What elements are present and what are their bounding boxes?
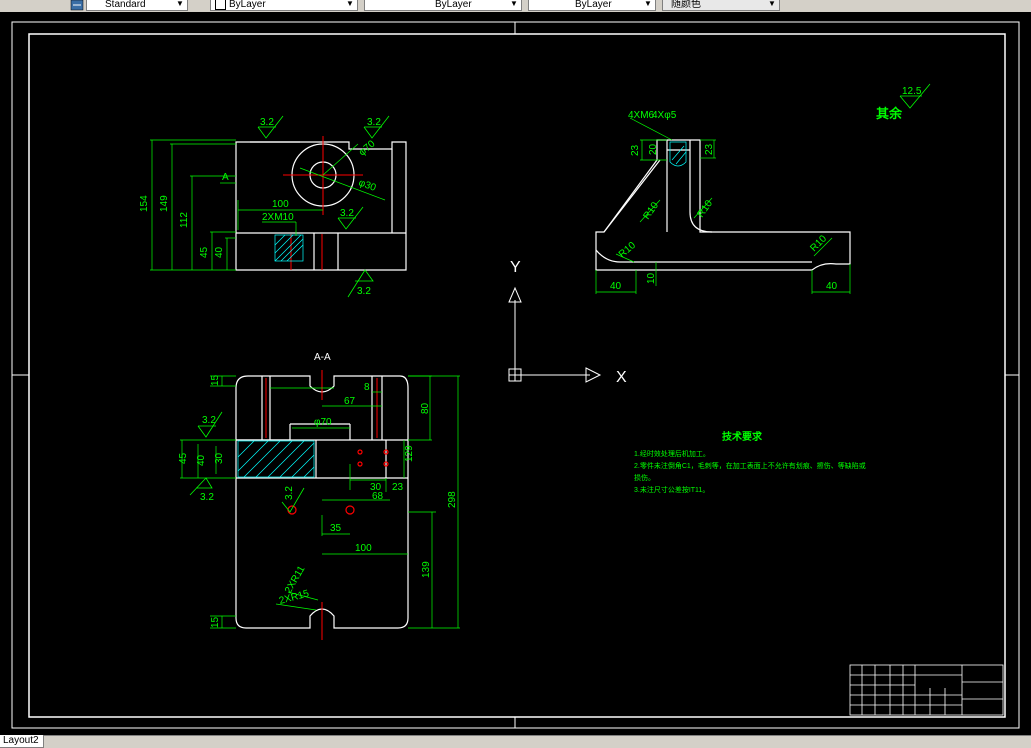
side-view: 4XM6 4Xφ5 23 20 23 R10 R10 R10 R10 40 10… — [595, 83, 931, 294]
tech-title: 技术要求 — [722, 430, 763, 443]
tech-line: 2.零件未注倒角C1，毛刺等，在加工表面上不允许有划痕、擦伤、等缺陷或 — [634, 461, 866, 470]
chevron-down-icon[interactable]: ▼ — [644, 0, 652, 8]
section-mark: A — [222, 172, 229, 183]
dim-text: 15 — [210, 374, 221, 386]
front-view: 3.2 3.2 3.2 3.2 154 149 112 45 40 100 2X… — [139, 115, 407, 298]
dim-text: 23 — [704, 143, 715, 155]
dim-text: 68 — [372, 491, 384, 502]
dim-text: 100 — [272, 199, 289, 210]
chevron-down-icon[interactable]: ▼ — [510, 0, 518, 8]
dim-text: 67 — [344, 396, 356, 407]
dim-text: 2XR15 — [278, 588, 311, 607]
dim-text: 23 — [630, 144, 641, 156]
dim-text: 30 — [370, 482, 382, 493]
color-swatch-icon — [215, 0, 226, 10]
chevron-down-icon[interactable]: ▼ — [346, 0, 354, 8]
tab-layout2[interactable]: Layout2 — [0, 735, 44, 748]
dim-text: 40 — [196, 454, 207, 466]
linetype-combo[interactable]: ByLayer ▼ — [364, 0, 522, 11]
layer-combo[interactable]: ByLayer ▼ — [210, 0, 358, 11]
sheet-border — [11, 21, 1020, 729]
dim-text: 139 — [421, 561, 432, 578]
dim-text: R10 — [808, 233, 829, 254]
chevron-down-icon[interactable]: ▼ — [176, 0, 184, 8]
drawing-area[interactable]: 3.2 3.2 3.2 3.2 154 149 112 45 40 100 2X… — [0, 12, 1031, 735]
dim-text: 149 — [159, 195, 170, 212]
roughness-label: 其余 — [876, 106, 903, 121]
toolbar: Standard ▼ ByLayer ▼ ByLayer ▼ ByLayer ▼… — [0, 0, 1031, 13]
tech-line: 1.经时效处理后机加工。 — [634, 449, 710, 458]
plotstyle-combo[interactable]: 随颜色 ▼ — [662, 0, 780, 11]
dim-text: R10 — [641, 200, 661, 222]
lineweight-combo[interactable]: ByLayer ▼ — [528, 0, 656, 11]
dimstyle-combo[interactable]: Standard ▼ — [86, 0, 188, 11]
roughness-symbols-section — [189, 411, 305, 513]
technical-requirements: 技术要求 1.经时效处理后机加工。 2.零件未注倒角C1，毛刺等，在加工表面上不… — [634, 430, 866, 494]
dim-text: 15 — [210, 616, 221, 628]
chevron-down-icon[interactable]: ▼ — [768, 0, 776, 8]
dimstyle-icon[interactable] — [70, 0, 84, 11]
title-block — [849, 664, 1004, 716]
dim-text: 4Xφ5 — [652, 110, 677, 121]
dim-text: φ30 — [357, 177, 378, 194]
dim-text: 40 — [610, 281, 622, 292]
roughness-value: 3.2 — [357, 286, 371, 297]
dim-text: 40 — [826, 281, 838, 292]
dim-text: 2XM10 — [262, 212, 294, 223]
linetype-value: ByLayer — [435, 0, 472, 10]
dim-text: 154 — [139, 195, 150, 212]
ucs-icon — [508, 286, 602, 383]
roughness-value: 3.2 — [200, 492, 214, 503]
roughness-value: 3.2 — [367, 117, 381, 128]
roughness-value: 3.2 — [340, 208, 354, 219]
dim-text: R10 — [617, 240, 638, 261]
tab-label: Layout2 — [3, 735, 39, 746]
roughness-symbol-general — [899, 83, 931, 109]
dim-text: 10 — [646, 272, 657, 284]
tech-line: 损伤。 — [634, 473, 655, 482]
dim-text: 298 — [447, 491, 458, 508]
ucs-y-label: Y — [510, 259, 521, 276]
dim-text: 4XM6 — [628, 110, 655, 121]
section-view: A-A 15 8 67 φ70 80 45 40 30 129 30 23 68… — [178, 352, 460, 640]
roughness-symbols-front — [257, 115, 390, 298]
roughness-value: 3.2 — [202, 415, 216, 426]
layer-value: ByLayer — [229, 0, 266, 10]
roughness-value: 3.2 — [284, 486, 295, 500]
dim-text: 30 — [214, 452, 225, 464]
dim-text: φ70 — [357, 138, 378, 158]
dim-text: 100 — [355, 543, 372, 554]
dim-text: 20 — [648, 143, 659, 155]
tech-line: 3.未注尺寸公差按IT11。 — [634, 485, 709, 494]
dimstyle-value: Standard — [105, 0, 146, 10]
dim-text: R10 — [695, 198, 715, 220]
dim-text: 35 — [330, 523, 342, 534]
dim-text: 129 — [404, 445, 415, 462]
roughness-value: 3.2 — [260, 117, 274, 128]
lineweight-value: ByLayer — [575, 0, 612, 10]
dim-text: 112 — [179, 212, 190, 228]
drawing-canvas[interactable]: 3.2 3.2 3.2 3.2 154 149 112 45 40 100 2X… — [0, 12, 1031, 735]
plotstyle-value: 随颜色 — [671, 0, 701, 10]
dim-text: 40 — [214, 246, 225, 258]
ucs-x-label: X — [616, 369, 627, 386]
dim-text: 23 — [392, 482, 404, 493]
dim-text: 8 — [364, 382, 370, 393]
dim-text: φ70 — [314, 417, 332, 428]
dim-text: 80 — [420, 402, 431, 414]
roughness-value: 12.5 — [902, 86, 922, 97]
section-label: A-A — [314, 352, 331, 363]
dim-text: 45 — [199, 246, 210, 258]
dim-text: 45 — [178, 452, 189, 464]
layout-tab-bar: Layout2 — [0, 735, 1031, 748]
